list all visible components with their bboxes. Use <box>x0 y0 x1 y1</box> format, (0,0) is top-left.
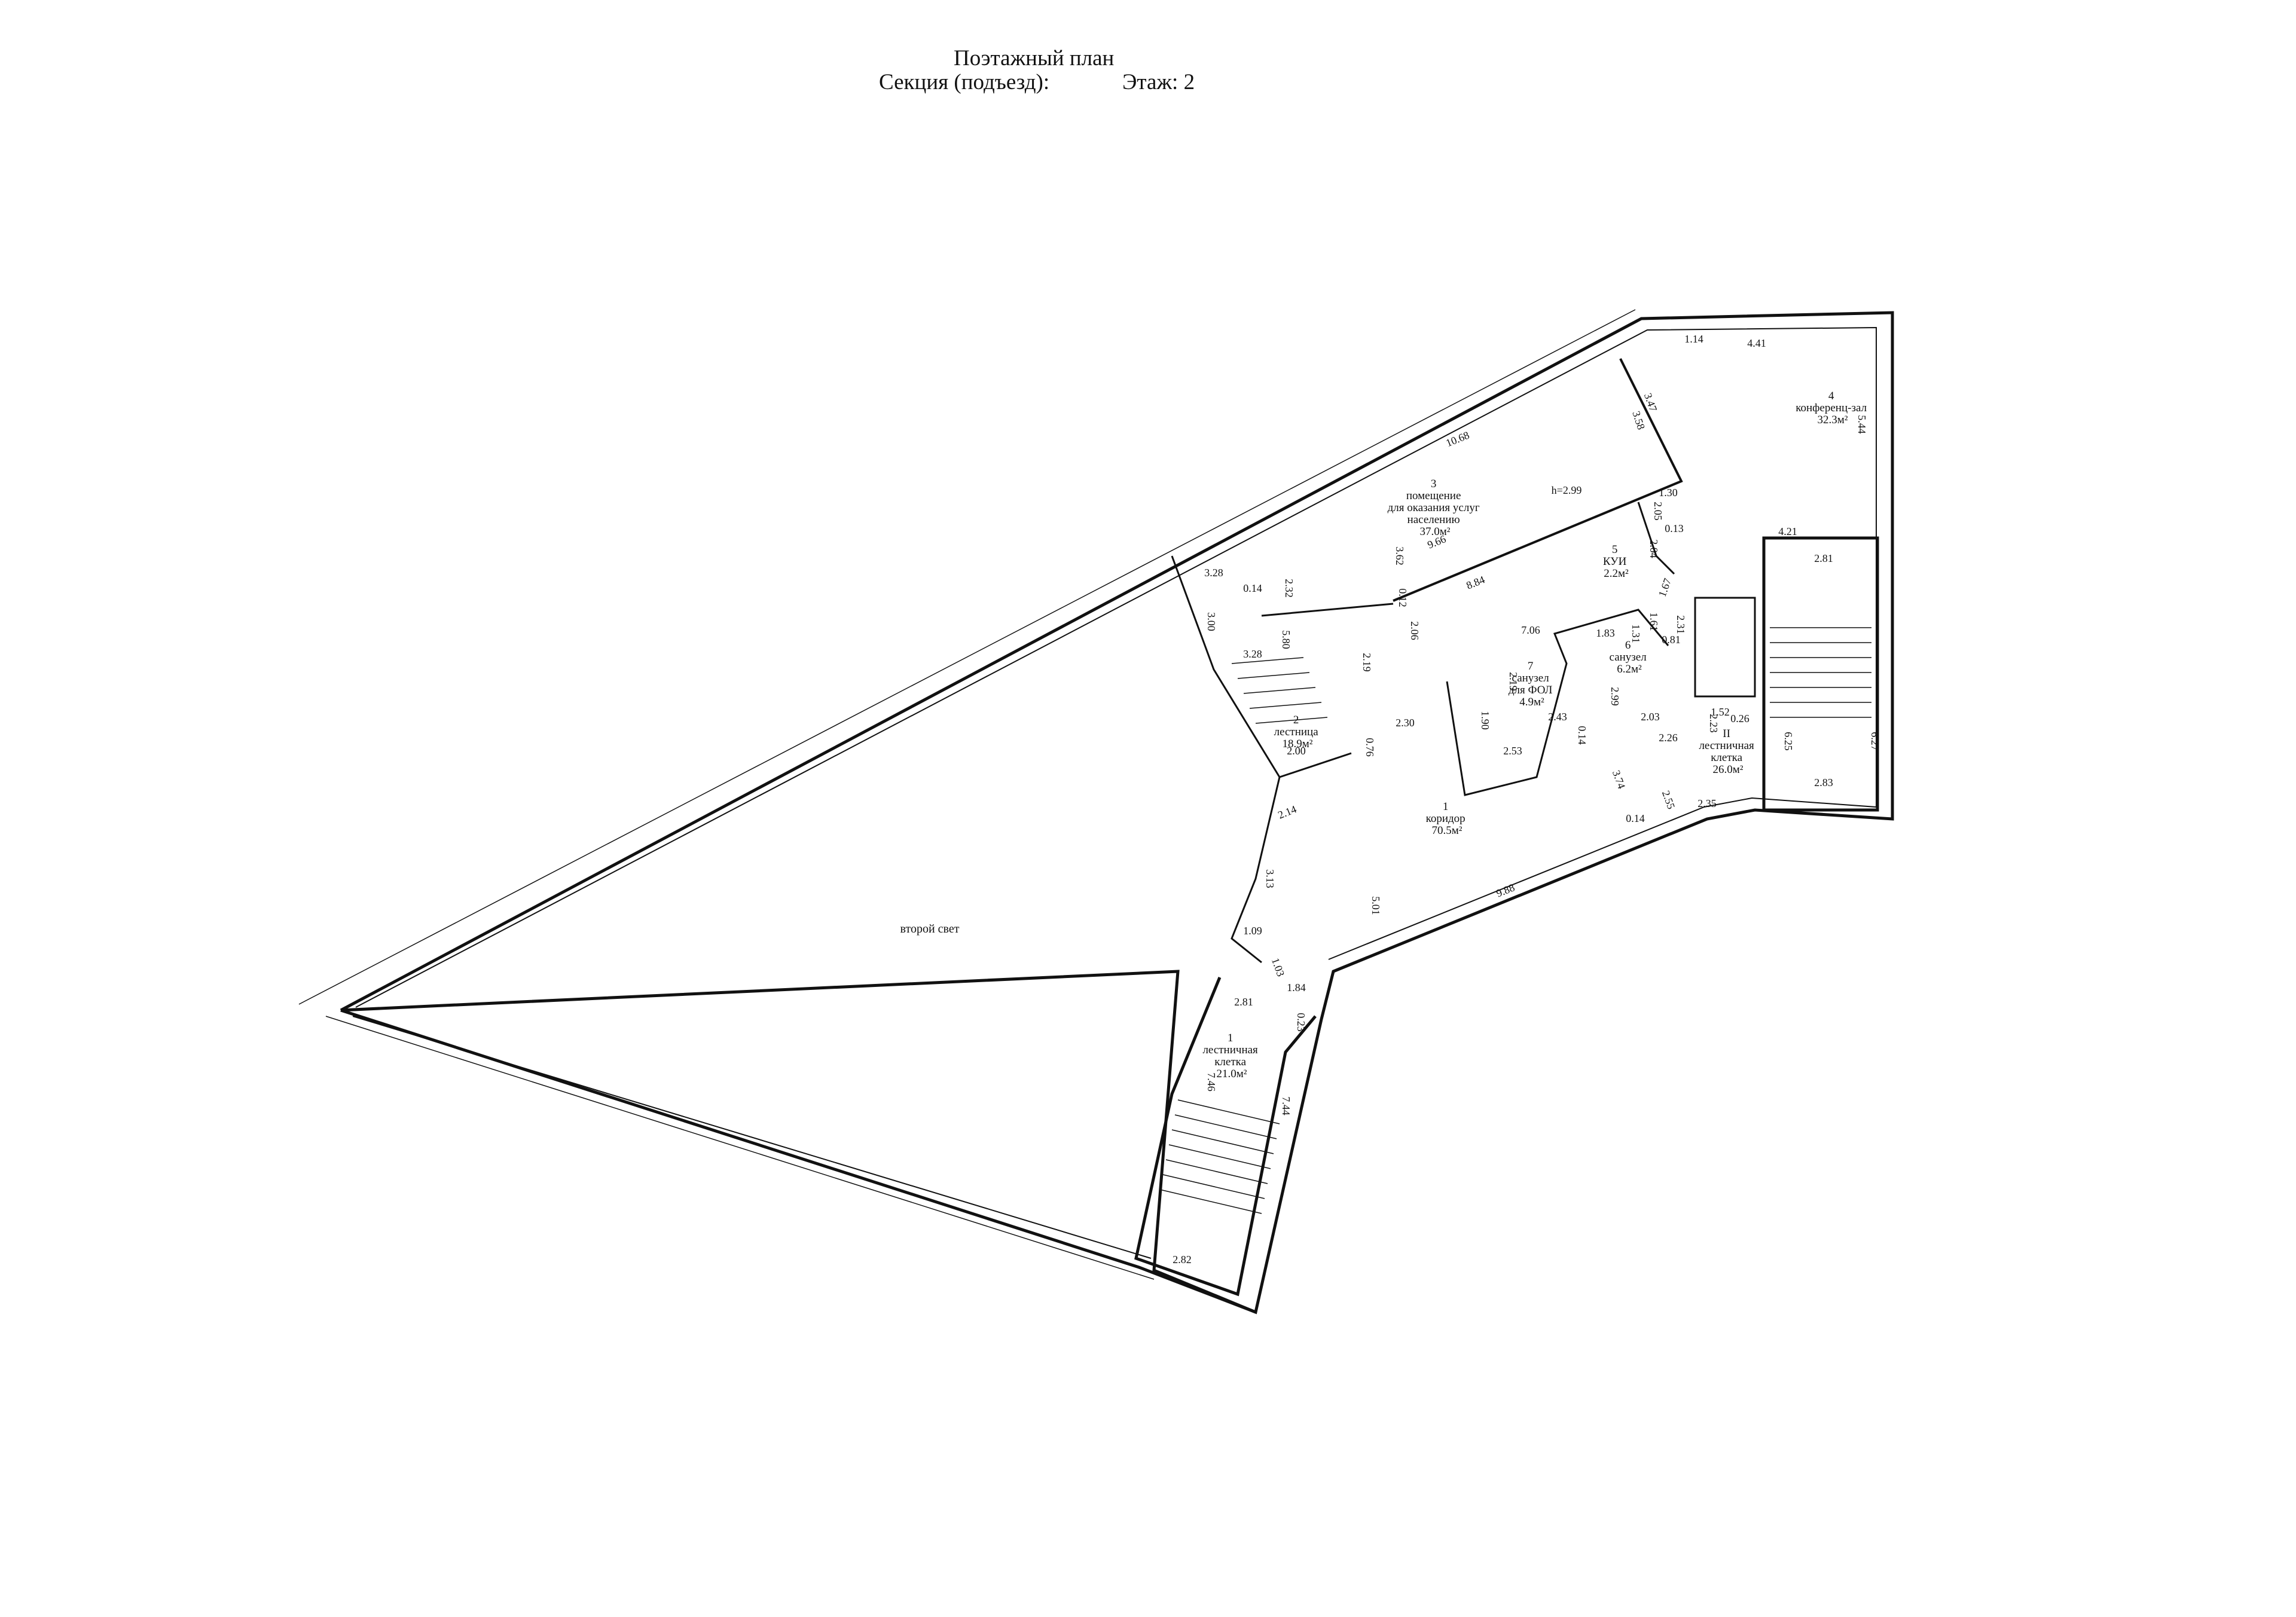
room3-partition <box>1261 603 1394 617</box>
dimension-label: 3.28 <box>1243 648 1262 660</box>
walls <box>298 309 1894 1315</box>
room-3-label: 3 помещение для оказания услуг населению… <box>1388 478 1483 538</box>
stair-2-walls <box>1171 555 1352 778</box>
dimension-label: 0.76 <box>1364 738 1376 757</box>
dimension-label: 0.13 <box>1665 522 1684 534</box>
dimension-label: 2.06 <box>1409 621 1421 640</box>
dimension-label: 5.80 <box>1280 630 1292 649</box>
dimension-label: 2.32 <box>1283 579 1295 598</box>
dimension-label: 2.81 <box>1234 996 1253 1008</box>
dimension-label: 3.00 <box>1205 612 1217 631</box>
dimension-label: 1.30 <box>1659 487 1678 499</box>
room-labels: 3 помещение для оказания услуг населению… <box>900 390 1870 1080</box>
dimension-label: 2.83 <box>1814 777 1833 788</box>
kui-wall <box>1637 502 1675 575</box>
dimension-label: 3.47 <box>1642 392 1660 413</box>
dimension-label: 1.83 <box>1596 627 1615 639</box>
dimension-label: 1.03 <box>1269 956 1287 978</box>
dimension-label: 2.53 <box>1503 745 1522 757</box>
void-label: второй свет <box>900 922 960 936</box>
dimension-label: 2.43 <box>1548 711 1567 723</box>
dimension-label: 1.52 <box>1711 706 1730 718</box>
south-wall <box>340 1008 1256 1314</box>
dimension-label: 8.84 <box>1464 573 1486 591</box>
room3-wall <box>1393 358 1683 602</box>
room-5-label: 5 КУИ 2.2м² <box>1603 543 1629 580</box>
outer-wall-outer2 <box>325 1016 1155 1280</box>
dimension-label: 0.14 <box>1576 726 1588 745</box>
dimension-label: 10.68 <box>1444 429 1471 450</box>
dimension-label: 5.01 <box>1370 896 1382 915</box>
outer-wall <box>340 311 1894 1315</box>
outer-wall-inner <box>355 326 1877 1008</box>
dimension-label: 7.44 <box>1280 1096 1292 1115</box>
stairs-treads <box>1159 627 1871 1214</box>
dimension-label: 2.19 <box>1361 653 1373 672</box>
dimension-label: 0.23 <box>1295 1013 1307 1032</box>
dimension-label: 7.06 <box>1521 624 1540 636</box>
dimension-label: 1.61 <box>1648 612 1660 631</box>
dimension-label: 0.14 <box>1243 582 1262 594</box>
dimension-label: 0.26 <box>1730 713 1750 725</box>
dimension-label: 3.58 <box>1630 409 1647 431</box>
section-label: Секция (подъезд): <box>879 70 1050 94</box>
dimension-label: 1.84 <box>1287 982 1306 994</box>
dimension-label: 0.81 <box>1662 634 1681 646</box>
stair-I-label: 1 лестничная клетка 21.0м² <box>1202 1032 1260 1080</box>
room-1-corridor-label: 1 коридор 70.5м² <box>1426 800 1468 837</box>
dimension-label: 2.04 <box>1648 539 1660 558</box>
dimension-label: 2.31 <box>1675 615 1687 634</box>
dimension-label: 2.30 <box>1396 717 1415 729</box>
plan-title: Поэтажный план <box>954 46 1115 71</box>
outer-wall-outer <box>298 309 1636 1005</box>
dimension-label: 2.00 <box>1287 745 1306 757</box>
dimension-label: 1.09 <box>1243 925 1262 937</box>
dimension-label: 1.67 <box>1656 577 1674 598</box>
dimension-label: 0.12 <box>1397 588 1409 607</box>
dimension-label: 2.82 <box>1173 1254 1192 1266</box>
floor-label: Этаж: 2 <box>1122 70 1195 94</box>
dimension-label: 5.44 <box>1856 415 1868 434</box>
stair-I-walls <box>1134 977 1317 1297</box>
dimension-label: 2.19 <box>1507 672 1519 691</box>
stair-II-shaft <box>1762 536 1879 812</box>
dimension-label: 2.55 <box>1660 789 1678 811</box>
dimension-label: 4.41 <box>1747 337 1766 349</box>
dimension-label: 6.27 <box>1869 732 1881 751</box>
dimension-labels: 1.14 4.41 3.473.58 5.44 10.68 4.21 2.81 1.30 2.0… <box>1173 333 1881 1266</box>
dimension-label: 3.74 <box>1610 769 1628 790</box>
room-6-label: 6 санузел 6.2м² <box>1610 639 1650 675</box>
dimension-label: 6.25 <box>1782 732 1794 751</box>
dimension-label: 0.14 <box>1626 812 1645 824</box>
dimension-label: 3.62 <box>1394 546 1406 566</box>
sanuzel-walls <box>1446 609 1669 796</box>
dimension-label: 4.21 <box>1778 525 1797 537</box>
room-7-label: 7 санузел для ФОЛ 4.9м² <box>1509 660 1555 708</box>
dimension-label: 2.26 <box>1659 732 1678 744</box>
corridor-wall-west <box>1231 777 1281 964</box>
room-4-label: 4 конференц-зал 32.3м² <box>1796 390 1870 426</box>
elevator-box <box>1694 597 1756 698</box>
dimension-label: 2.23 <box>1708 714 1720 733</box>
dimension-label: 2.35 <box>1697 797 1717 809</box>
dimension-label: 2.99 <box>1609 687 1621 706</box>
stair-II-label: II лестничная клетка 26.0м² <box>1699 728 1757 776</box>
room-2-label: 2 лестница 18.9м² <box>1274 714 1321 750</box>
dimension-label: 2.03 <box>1641 711 1660 723</box>
dimension-label: 1.31 <box>1630 624 1642 643</box>
dimension-label: 1.14 <box>1684 333 1703 345</box>
height-note: h=2.99 <box>1552 484 1582 496</box>
dimension-label: 2.81 <box>1814 552 1833 564</box>
dimension-label: 1.90 <box>1479 711 1491 730</box>
dimension-label: 2.05 <box>1652 502 1664 521</box>
dimension-label: 2.14 <box>1276 803 1298 821</box>
dimension-label: 3.13 <box>1264 869 1276 888</box>
dimension-label: 3.28 <box>1204 567 1223 579</box>
dimension-label: 7.46 <box>1205 1072 1217 1092</box>
plan-header: Поэтажный план Секция (подъезд): Этаж: 2 <box>0 0 2296 108</box>
